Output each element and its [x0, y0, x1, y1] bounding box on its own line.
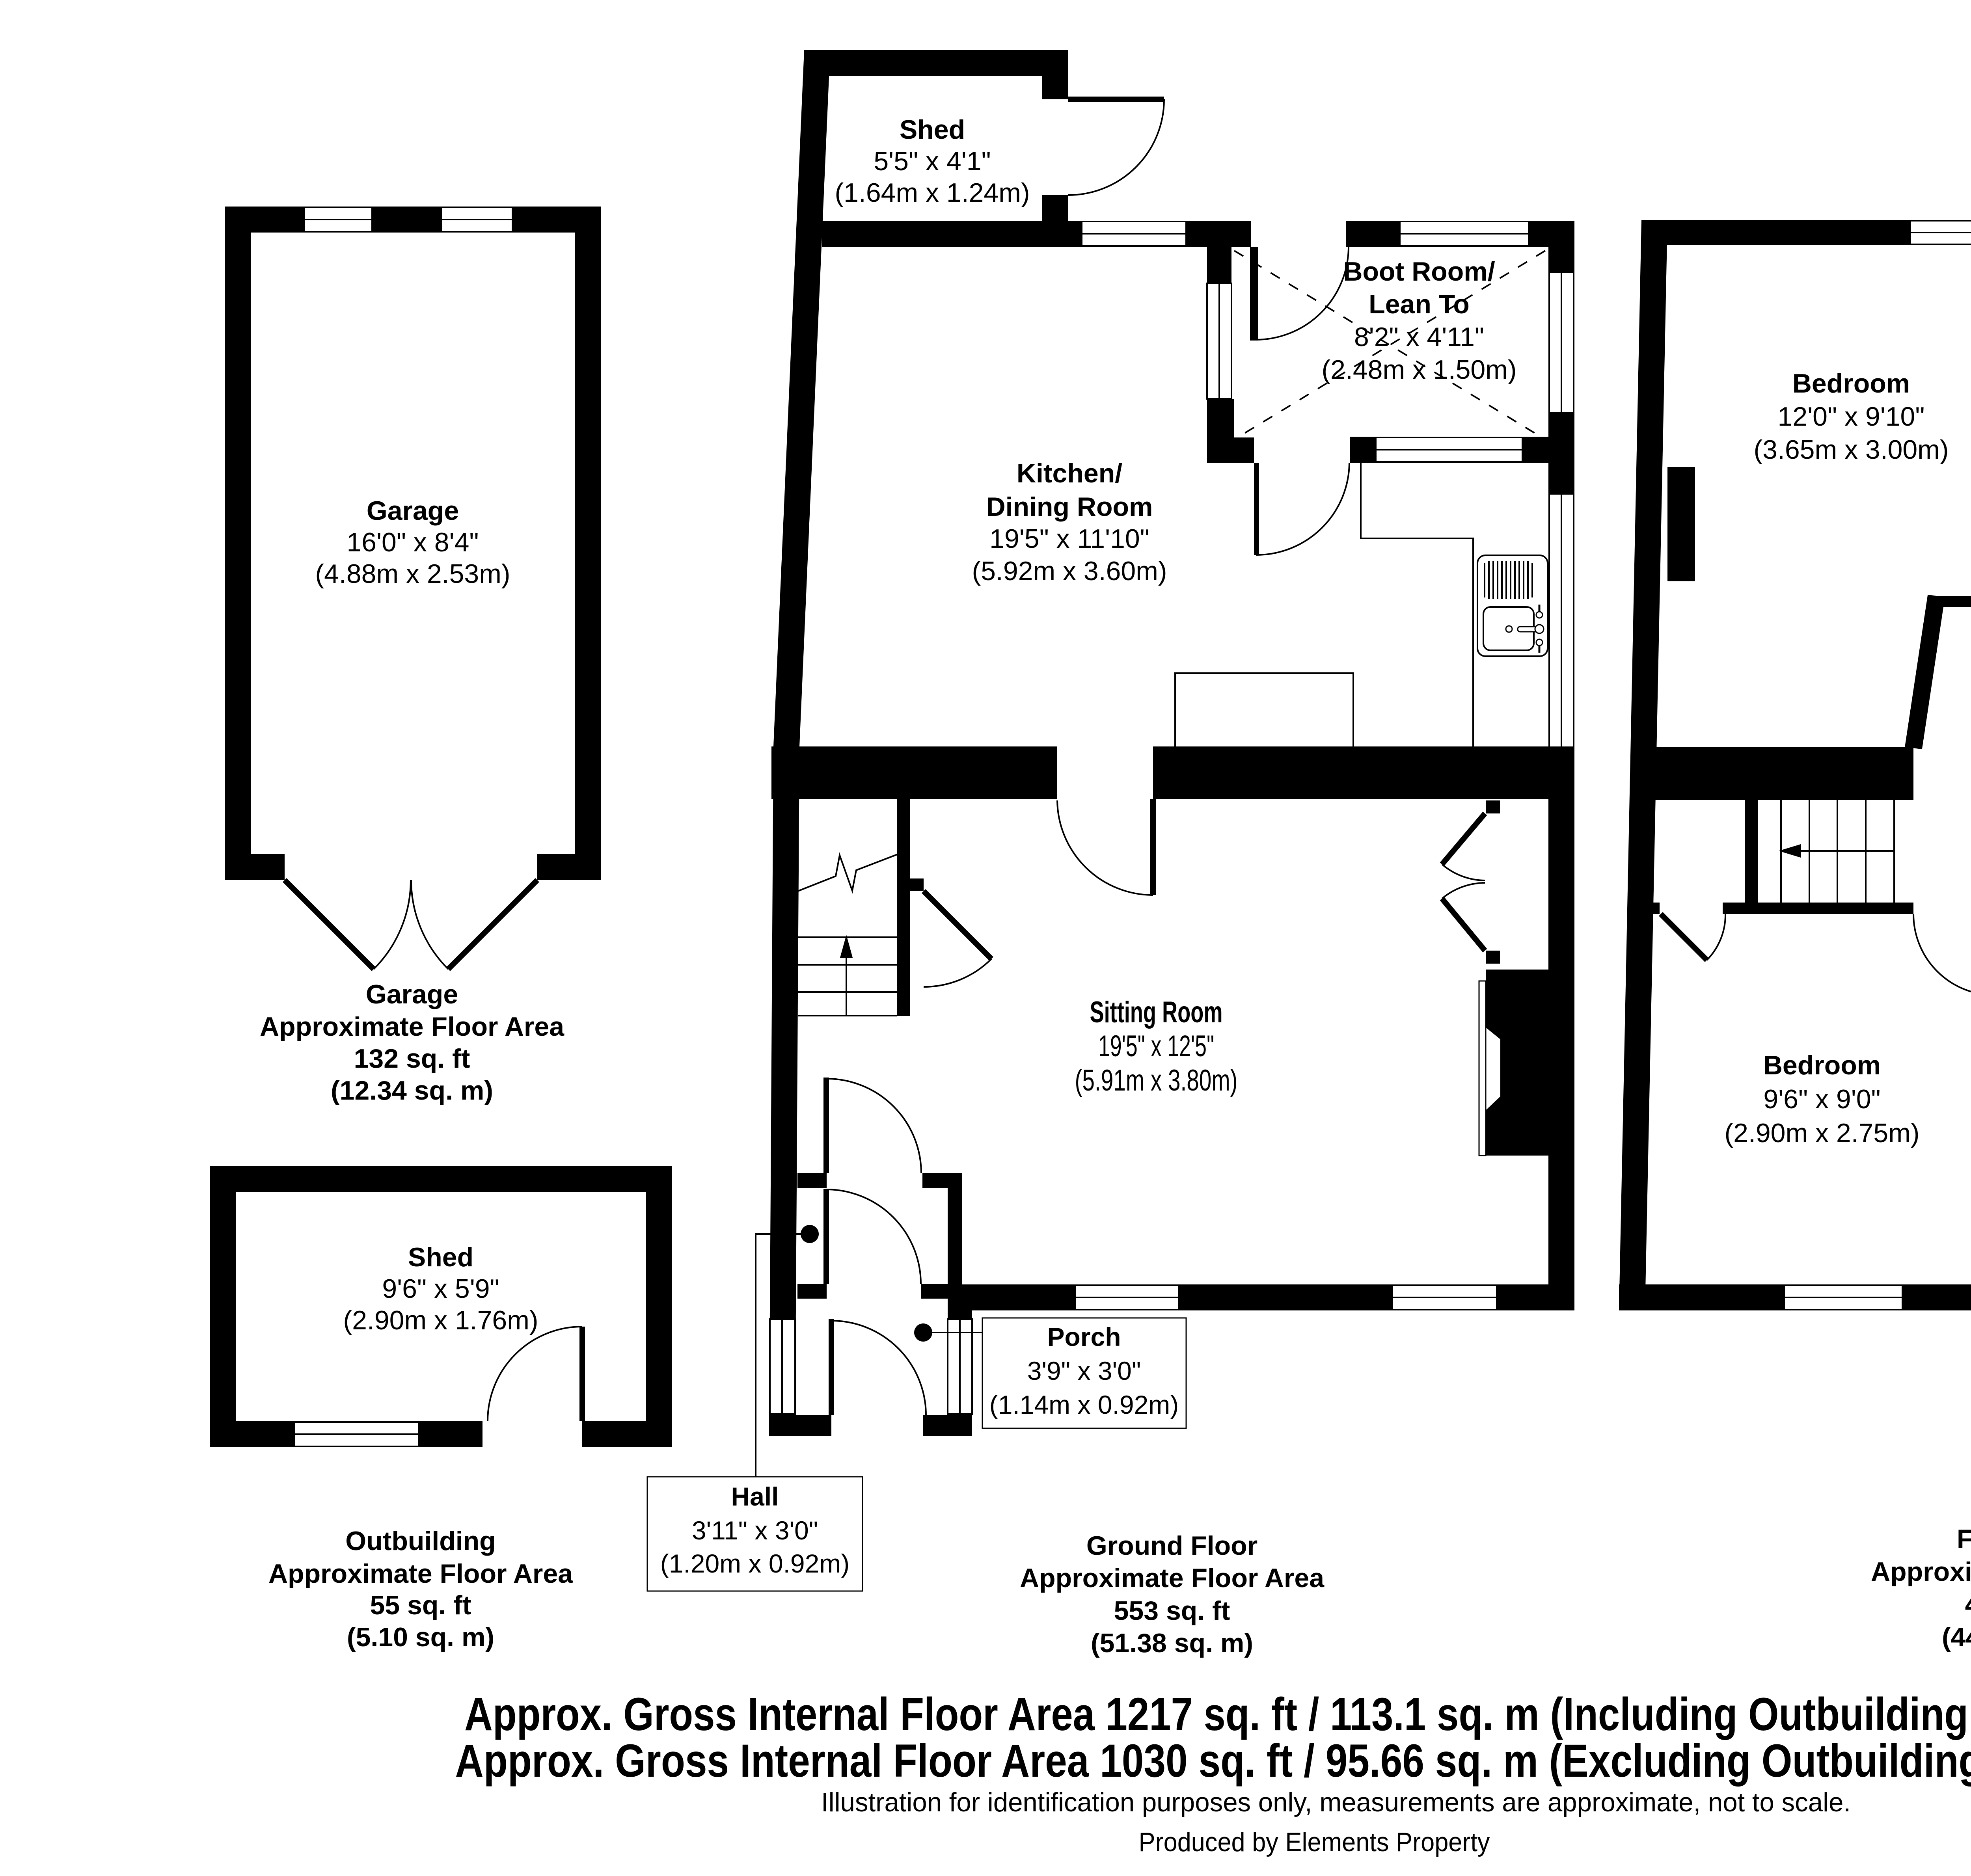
svg-text:8'2" x 4'11": 8'2" x 4'11" — [1354, 322, 1484, 352]
svg-text:Shed: Shed — [408, 1242, 473, 1272]
svg-text:19'5" x 11'10": 19'5" x 11'10" — [989, 524, 1149, 554]
svg-text:477 sq. ft: 477 sq. ft — [1965, 1589, 1971, 1619]
svg-text:(1.14m x 0.92m): (1.14m x 0.92m) — [989, 1390, 1179, 1419]
svg-text:Porch: Porch — [1047, 1322, 1121, 1351]
svg-text:Produced by Elements Property: Produced by Elements Property — [1139, 1827, 1490, 1857]
svg-text:Illustration for identificatio: Illustration for identification purposes… — [821, 1787, 1851, 1817]
svg-text:(44.28 sq. m): (44.28 sq. m) — [1942, 1622, 1971, 1652]
svg-text:Lean To: Lean To — [1369, 289, 1470, 319]
svg-text:(5.92m x 3.60m): (5.92m x 3.60m) — [972, 556, 1167, 586]
svg-text:(2.48m x 1.50m): (2.48m x 1.50m) — [1321, 355, 1516, 385]
svg-text:Approximate Floor Area: Approximate Floor Area — [260, 1012, 564, 1042]
svg-text:(1.20m x 0.92m): (1.20m x 0.92m) — [660, 1549, 850, 1578]
svg-text:(5.10 sq. m): (5.10 sq. m) — [347, 1622, 494, 1652]
svg-text:Dining Room: Dining Room — [986, 492, 1153, 522]
svg-text:55 sq. ft: 55 sq. ft — [370, 1590, 471, 1620]
svg-text:19'5" x 12'5": 19'5" x 12'5" — [1098, 1029, 1214, 1063]
svg-text:(2.90m x 2.75m): (2.90m x 2.75m) — [1724, 1118, 1919, 1148]
svg-text:Shed: Shed — [900, 115, 965, 145]
svg-text:Garage: Garage — [367, 496, 459, 526]
svg-text:Boot Room/: Boot Room/ — [1343, 257, 1495, 287]
svg-text:Kitchen/: Kitchen/ — [1017, 458, 1122, 488]
svg-text:3'9" x 3'0": 3'9" x 3'0" — [1027, 1356, 1141, 1385]
svg-text:First Floor: First Floor — [1957, 1524, 1971, 1554]
svg-text:(2.90m x 1.76m): (2.90m x 1.76m) — [343, 1305, 538, 1335]
svg-text:Ground Floor: Ground Floor — [1086, 1531, 1257, 1561]
svg-text:3'11" x 3'0": 3'11" x 3'0" — [692, 1516, 818, 1545]
svg-text:(5.91m x 3.80m): (5.91m x 3.80m) — [1075, 1064, 1238, 1097]
svg-text:Approx. Gross Internal Floor A: Approx. Gross Internal Floor Area 1217 s… — [464, 1688, 1971, 1740]
svg-text:Garage: Garage — [366, 979, 458, 1009]
svg-text:Approximate Floor Area: Approximate Floor Area — [1020, 1563, 1325, 1593]
svg-text:Approx. Gross Internal Floor A: Approx. Gross Internal Floor Area 1030 s… — [455, 1735, 1971, 1787]
svg-text:Bedroom: Bedroom — [1792, 368, 1910, 398]
svg-text:(12.34 sq. m): (12.34 sq. m) — [331, 1076, 493, 1106]
svg-text:16'0" x 8'4": 16'0" x 8'4" — [347, 527, 479, 557]
svg-text:Sitting Room: Sitting Room — [1090, 996, 1223, 1029]
svg-text:132 sq. ft: 132 sq. ft — [354, 1044, 470, 1074]
svg-text:12'0" x 9'10": 12'0" x 9'10" — [1778, 402, 1925, 432]
svg-text:(51.38 sq. m): (51.38 sq. m) — [1091, 1628, 1253, 1658]
svg-text:(4.88m x 2.53m): (4.88m x 2.53m) — [315, 559, 510, 589]
svg-text:9'6" x 9'0": 9'6" x 9'0" — [1763, 1084, 1880, 1114]
svg-text:Approximate Floor Area: Approximate Floor Area — [1871, 1557, 1971, 1587]
svg-text:Approximate Floor Area: Approximate Floor Area — [268, 1559, 573, 1589]
svg-text:9'6" x 5'9": 9'6" x 5'9" — [382, 1274, 499, 1304]
svg-text:Hall: Hall — [731, 1482, 779, 1511]
svg-text:Bedroom: Bedroom — [1763, 1050, 1881, 1080]
svg-text:(3.65m x 3.00m): (3.65m x 3.00m) — [1753, 435, 1949, 465]
svg-text:5'5" x 4'1": 5'5" x 4'1" — [874, 146, 991, 176]
svg-text:553 sq. ft: 553 sq. ft — [1114, 1596, 1230, 1626]
svg-text:(1.64m x 1.24m): (1.64m x 1.24m) — [835, 178, 1030, 208]
svg-text:Outbuilding: Outbuilding — [345, 1526, 496, 1556]
